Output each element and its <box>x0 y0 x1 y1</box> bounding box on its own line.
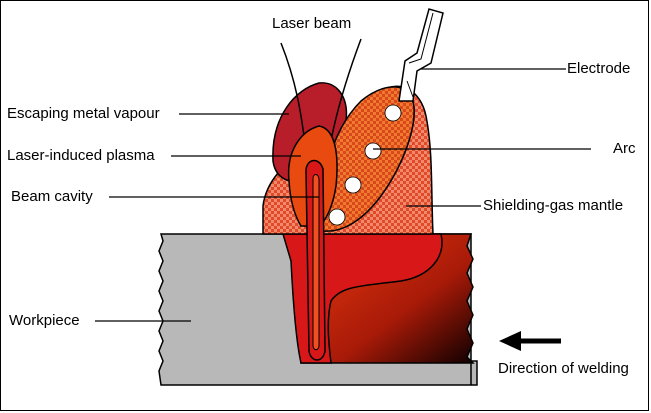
beam-cavity-inner <box>312 174 320 351</box>
label-beam-cavity: Beam cavity <box>11 188 93 205</box>
label-arc: Arc <box>613 140 636 157</box>
arc-droplet <box>344 176 362 194</box>
direction-arrow <box>499 331 561 351</box>
arc-droplet <box>364 142 382 160</box>
electrode-torch <box>398 8 444 102</box>
label-electrode: Electrode <box>567 60 631 77</box>
label-laser-induced-plasma: Laser-induced plasma <box>7 147 155 164</box>
label-laser-beam: Laser beam <box>272 15 352 32</box>
label-direction-of-welding: Direction of welding <box>498 360 629 377</box>
label-shielding-gas-mantle: Shielding-gas mantle <box>483 197 624 214</box>
arc-droplet <box>384 104 402 122</box>
label-escaping-metal-vapour: Escaping metal vapour <box>7 105 160 122</box>
label-workpiece: Workpiece <box>9 312 80 329</box>
arc-droplet <box>328 208 346 226</box>
